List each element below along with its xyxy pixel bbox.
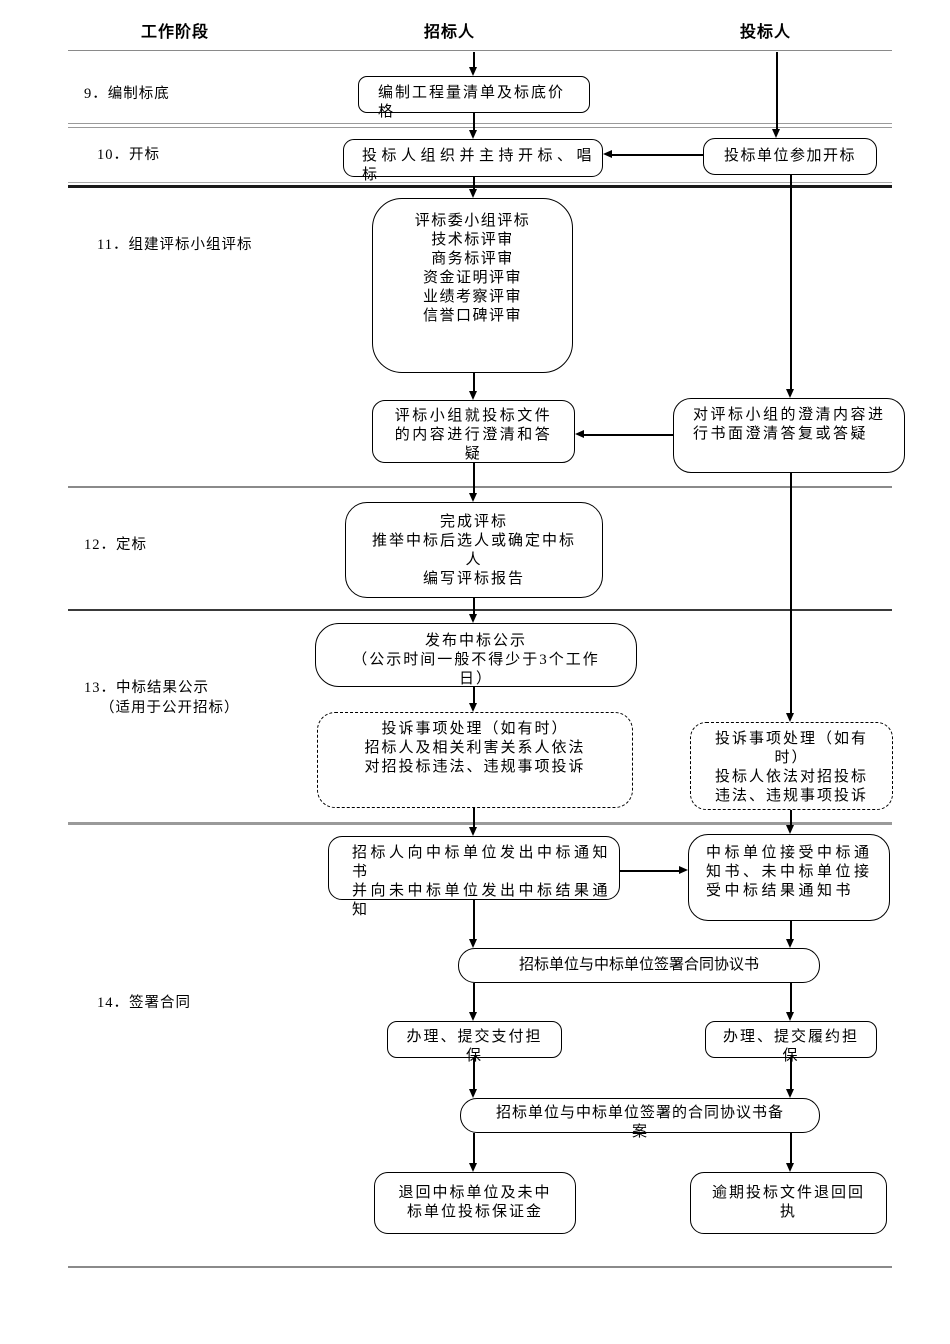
arrow-down-icon	[469, 67, 477, 76]
arrow-down-icon	[469, 939, 477, 948]
arrow-down-icon	[469, 1163, 477, 1172]
flow-line	[473, 463, 475, 493]
flow-line	[790, 921, 792, 939]
phase-label-14: 14．签署合同	[97, 995, 191, 1011]
flow-line	[473, 1133, 475, 1163]
phase-label-11: 11．组建评标小组评标	[97, 237, 253, 253]
arrow-down-icon	[786, 939, 794, 948]
arrow-down-icon	[469, 391, 477, 400]
flow-line	[473, 177, 475, 189]
arrow-down-icon	[469, 703, 477, 712]
arrow-down-icon	[469, 1089, 477, 1098]
box-contract-filing: 招标单位与中标单位签署的合同协议书备 案	[460, 1098, 820, 1140]
flow-line	[473, 1058, 475, 1089]
box-compile-bill-base-price: 编制工程量清单及标底价 格	[358, 76, 590, 120]
column-header-bidder: 投标人	[740, 24, 792, 41]
flow-line	[790, 175, 792, 389]
box-host-bid-opening: 投标人组织并主持开标、唱 标	[343, 139, 603, 183]
arrow-down-icon	[469, 614, 477, 623]
box-sign-contract-agreement: 招标单位与中标单位签署合同协议书	[458, 948, 820, 983]
box-clarification-request: 评标小组就投标文件 的内容进行澄清和答 疑	[372, 400, 575, 463]
flow-line	[790, 1058, 792, 1089]
arrow-down-icon	[772, 129, 780, 138]
box-overdue-bid-return-receipt: 逾期投标文件退回回 执	[690, 1172, 887, 1234]
box-return-bid-bond: 退回中标单位及未中 标单位投标保证金	[374, 1172, 576, 1234]
flow-line	[790, 473, 792, 713]
flow-line	[473, 687, 475, 703]
box-complaint-handling-bidder: 投诉事项处理（如有 时） 投标人依法对招投标 违法、违规事项投诉	[690, 722, 893, 810]
flow-line	[620, 870, 679, 872]
flow-line	[473, 113, 475, 130]
flow-line	[790, 983, 792, 1012]
arrow-down-icon	[469, 1012, 477, 1021]
box-complete-evaluation: 完成评标 推举中标后选人或确定中标 人 编写评标报告	[345, 502, 603, 598]
divider-line	[68, 50, 892, 51]
arrow-down-icon	[786, 713, 794, 722]
flow-line	[473, 373, 475, 391]
flow-line	[473, 900, 475, 939]
arrow-down-icon	[469, 189, 477, 198]
flow-line	[790, 810, 792, 825]
phase-label-12: 12．定标	[84, 537, 147, 553]
box-issue-award-notification: 招标人向中标单位发出中标通知 书 并向未中标单位发出中标结果通 知	[328, 836, 620, 918]
box-performance-guarantee: 办理、提交履约担 保	[705, 1021, 877, 1064]
box-bidders-attend-opening: 投标单位参加开标	[703, 138, 877, 175]
arrow-down-icon	[469, 130, 477, 139]
phase-label-13: 13．中标结果公示	[84, 680, 209, 696]
arrow-down-icon	[469, 827, 477, 836]
flow-line	[584, 434, 673, 436]
box-payment-guarantee: 办理、提交支付担 保	[387, 1021, 562, 1064]
flow-line	[473, 808, 475, 827]
arrow-down-icon	[786, 389, 794, 398]
divider-line	[68, 123, 892, 124]
box-written-clarification-reply: 对评标小组的澄清内容进 行书面澄清答复或答疑	[673, 398, 905, 473]
flow-line	[473, 52, 475, 67]
divider-line	[68, 185, 892, 188]
flow-line	[790, 1133, 792, 1163]
divider-line	[68, 127, 892, 128]
arrow-down-icon	[786, 825, 794, 834]
arrow-down-icon	[786, 1012, 794, 1021]
box-complaint-handling-tenderer: 投诉事项处理（如有时） 招标人及相关利害关系人依法 对招投标违法、违规事项投诉	[317, 712, 633, 808]
arrow-left-icon	[575, 430, 584, 438]
divider-line	[68, 822, 892, 825]
arrow-down-icon	[469, 493, 477, 502]
flow-line	[612, 154, 703, 156]
box-evaluation-committee: 评标委小组评标 技术标评审 商务标评审 资金证明评审 业绩考察评审 信誉口碑评审	[372, 198, 573, 373]
column-header-tenderer: 招标人	[424, 24, 476, 41]
column-header-phase: 工作阶段	[141, 24, 210, 41]
arrow-down-icon	[786, 1163, 794, 1172]
phase-label-13-sub: （适用于公开招标）	[100, 700, 240, 716]
flow-line	[473, 983, 475, 1012]
arrow-left-icon	[603, 150, 612, 158]
divider-line	[68, 486, 892, 488]
arrow-right-icon	[679, 866, 688, 874]
divider-line	[68, 1266, 892, 1268]
box-accept-award-notification: 中标单位接受中标通 知书、未中标单位接 受中标结果通知书	[688, 834, 890, 921]
arrow-down-icon	[786, 1089, 794, 1098]
divider-line	[68, 182, 892, 183]
phase-label-9: 9．编制标底	[84, 86, 170, 102]
flow-line	[776, 52, 778, 129]
box-publish-award-notice: 发布中标公示 （公示时间一般不得少于3个工作 日）	[315, 623, 637, 687]
divider-line	[68, 609, 892, 611]
flow-line	[473, 598, 475, 614]
phase-label-10: 10．开标	[97, 147, 160, 163]
